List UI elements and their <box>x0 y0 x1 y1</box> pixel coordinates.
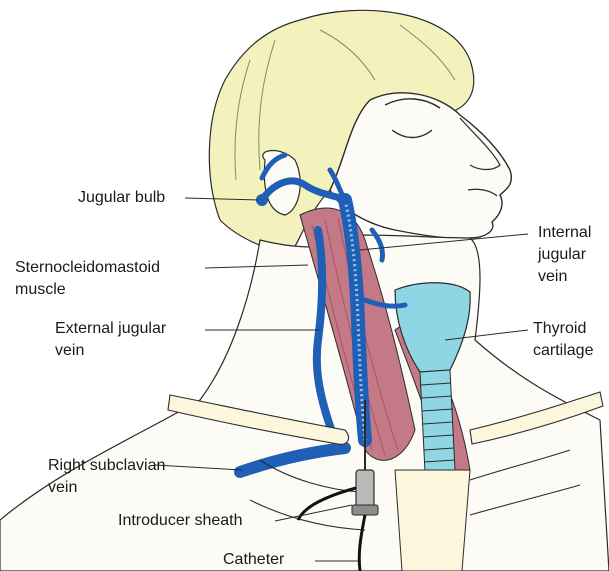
sternum <box>395 470 470 571</box>
sheath-hub <box>352 505 378 515</box>
label-right-subclavian-line2: vein <box>48 477 77 499</box>
label-sternocleidomastoid-line2: muscle <box>15 279 66 301</box>
label-right-subclavian: Right subclavian <box>48 455 165 477</box>
label-thyroid-cartilage-line2: cartilage <box>533 340 593 362</box>
label-sternocleidomastoid: Sternocleidomastoid <box>15 257 160 279</box>
label-jugular-bulb: Jugular bulb <box>78 187 165 209</box>
label-external-jugular-line2: vein <box>55 340 84 362</box>
label-catheter: Catheter <box>223 549 284 571</box>
label-thyroid-cartilage: Thyroid <box>533 318 586 340</box>
label-internal-jugular-line3: vein <box>538 266 567 288</box>
label-introducer-sheath: Introducer sheath <box>118 510 243 532</box>
label-internal-jugular-line2: jugular <box>538 244 586 266</box>
label-external-jugular: External jugular <box>55 318 166 340</box>
label-internal-jugular: Internal <box>538 222 591 244</box>
trachea <box>420 370 455 472</box>
introducer-sheath <box>356 470 374 508</box>
